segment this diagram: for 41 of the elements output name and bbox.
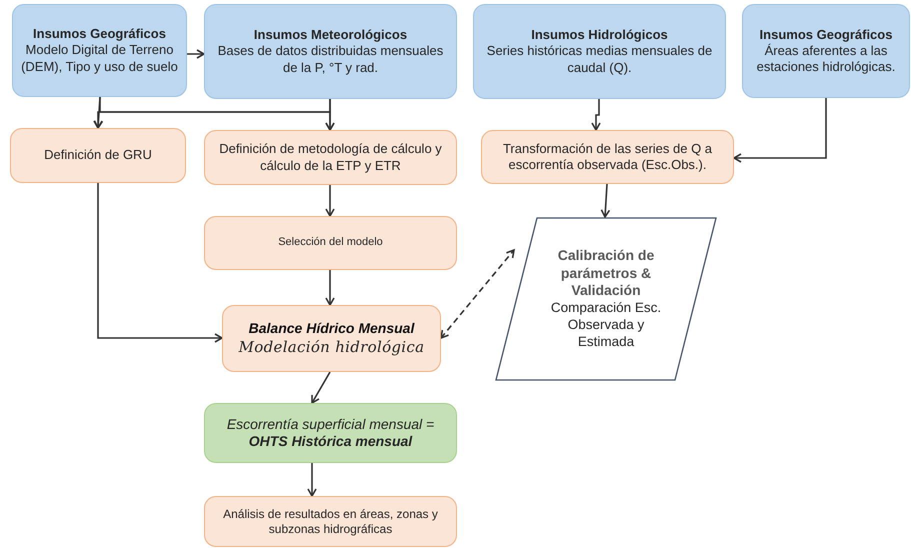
box-heading: Insumos Geográficos bbox=[33, 26, 166, 42]
arrow bbox=[307, 463, 317, 497]
result-box bbox=[204, 403, 457, 463]
box-text: Series históricas medias mensuales de caudal (Q). bbox=[486, 43, 714, 76]
box-text: Modelo Digital de Terreno (DEM), Tipo y uso de suelo bbox=[21, 42, 178, 75]
box-heading: Balance Hídrico Mensual bbox=[248, 320, 414, 338]
box-text: Transformación de las series de Q a escorrentía observada (Esc.Obs.). bbox=[502, 140, 714, 174]
arrow bbox=[325, 99, 335, 131]
input-box bbox=[742, 4, 910, 98]
process-box bbox=[222, 305, 441, 372]
box-text: Definición de GRU bbox=[44, 147, 152, 164]
box-text: Bases de datos distribuidas mensuales de la P, °T y rad. bbox=[216, 43, 444, 76]
box-heading: Insumos Geográficos bbox=[760, 26, 892, 43]
arrow bbox=[187, 49, 205, 59]
arrow bbox=[325, 270, 335, 306]
process-box bbox=[204, 216, 457, 270]
arrow bbox=[591, 99, 601, 131]
box-text: Áreas aferentes a las estaciones hidrológicas. bbox=[756, 42, 896, 76]
box-text: Modelación hidrológica bbox=[238, 338, 424, 357]
input-box bbox=[204, 4, 457, 99]
box-heading: Insumos Meteorológicos bbox=[254, 27, 408, 44]
arrow bbox=[325, 185, 335, 217]
box-text: Comparación Esc. Observada y Estimada bbox=[550, 300, 662, 351]
data-parallelogram bbox=[495, 217, 717, 381]
arrow bbox=[311, 372, 331, 404]
process-box bbox=[204, 496, 457, 547]
box-text: Escorrentía superficial mensual = OHTS Histórica mensual bbox=[226, 416, 436, 450]
box-text: Análisis de resultados en áreas, zonas y subzonas hidrográficas bbox=[222, 506, 439, 536]
box-text: Definición de metodología de cálculo y cálculo de la ETP y ETR bbox=[218, 141, 443, 174]
arrow bbox=[733, 98, 827, 163]
process-box bbox=[204, 130, 457, 185]
process-box bbox=[10, 128, 186, 183]
box-heading: Calibración de parámetros & Validación bbox=[556, 247, 656, 300]
input-box bbox=[473, 4, 726, 99]
box-text: Selección del modelo bbox=[278, 236, 383, 250]
arrow bbox=[600, 184, 610, 218]
input-box bbox=[12, 4, 187, 97]
dashed-arrow bbox=[440, 249, 515, 339]
arrow bbox=[97, 183, 223, 343]
process-box bbox=[481, 130, 734, 184]
box-heading: Insumos Hidrológicos bbox=[531, 27, 668, 44]
